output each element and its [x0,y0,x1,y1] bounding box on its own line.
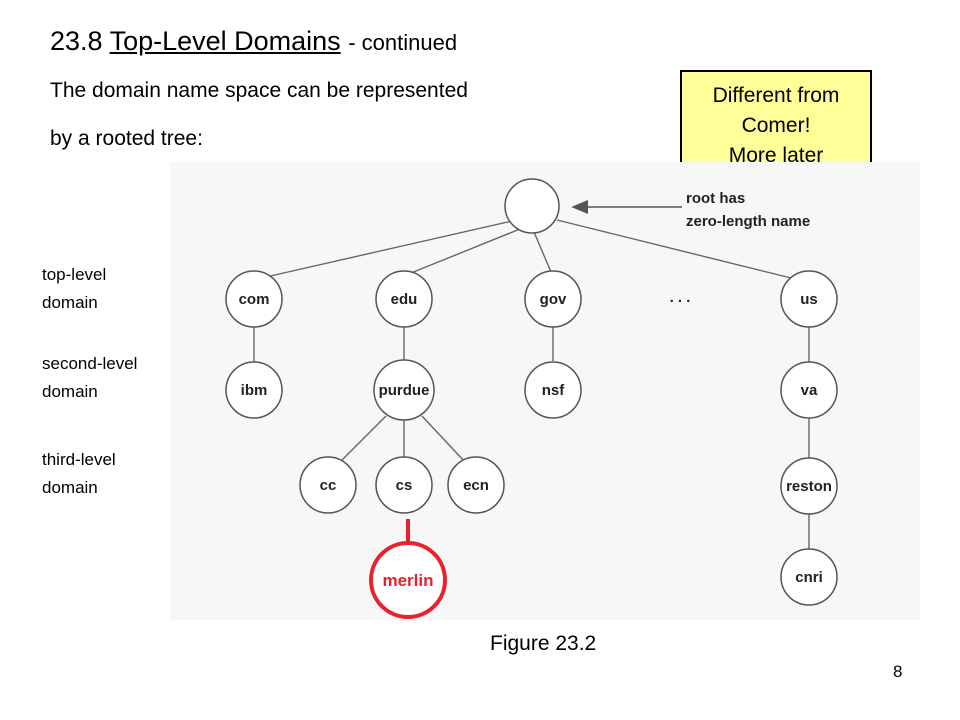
label-nsf: nsf [542,382,566,399]
tree-ellipsis: . . . [670,289,691,306]
edge-root-com [265,220,513,278]
label-reston: reston [786,478,832,495]
edge-root-us [556,219,796,280]
root-annotation-line-2: zero-length name [686,213,810,230]
node-cs [375,456,433,514]
section-number: 23.8 [50,26,103,56]
edge-purdue-cc [339,415,387,463]
intro-line-2: by a rooted tree: [50,127,203,150]
label-edu: edu [391,291,418,308]
node-edu [375,270,433,328]
label-third-level-domain: third-level domain [42,446,116,502]
intro-line-1: The domain name space can be represented [50,79,468,102]
node-ibm [225,361,283,419]
root-node [504,178,560,234]
label-cs: cs [396,477,413,494]
level-label-line: domain [42,293,98,312]
label-com: com [239,291,270,308]
callout-note: Different from Comer! More later [680,70,872,180]
label-merlin: merlin [382,571,433,590]
level-label-line: domain [42,382,98,401]
node-merlin [369,541,447,619]
level-label-line: domain [42,478,98,497]
label-second-level-domain: second-level domain [42,350,137,406]
node-nsf [524,361,582,419]
label-purdue: purdue [379,382,430,399]
root-annotation-line-1: root has [686,190,745,207]
figure-caption: Figure 23.2 [490,632,597,655]
edge-purdue-ecn [421,415,466,463]
node-reston [780,457,838,515]
section-topic: Top-Level Domains [109,26,341,56]
level-label-line: third-level [42,450,116,469]
node-cnri [780,548,838,606]
node-cc [299,456,357,514]
label-us: us [800,291,818,308]
slide-title: 23.8 Top-Level Domains - continued [50,26,457,57]
label-cnri: cnri [795,569,823,586]
node-com [225,270,283,328]
edge-root-edu [410,228,521,274]
page-number: 8 [893,662,903,681]
node-gov [524,270,582,328]
label-cc: cc [320,477,337,494]
note-line-1: Different from [712,84,840,107]
node-va [780,361,838,419]
note-line-3: More later [728,144,824,167]
node-purdue [373,359,435,421]
title-suffix: - continued [348,30,458,55]
label-gov: gov [540,291,567,308]
label-top-level-domain: top-level domain [42,261,106,317]
edge-root-gov [533,231,552,273]
node-ecn [447,456,505,514]
label-ecn: ecn [463,477,489,494]
level-label-line: second-level [42,354,138,373]
tree-edges [253,219,810,550]
label-ibm: ibm [241,382,268,399]
label-va: va [801,382,818,399]
note-line-2: Comer! [741,114,811,137]
node-us [780,270,838,328]
level-label-line: top-level [42,265,107,284]
